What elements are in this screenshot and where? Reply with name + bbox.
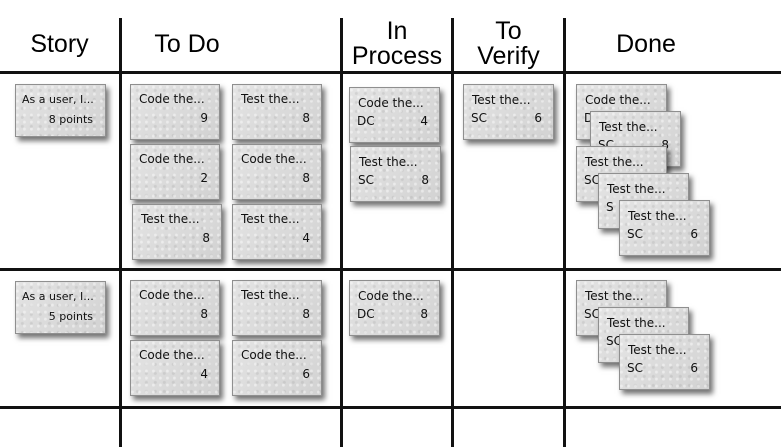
column-divider <box>119 18 122 447</box>
task-card[interactable]: Test the... 8 <box>232 84 322 140</box>
column-divider <box>340 18 343 447</box>
task-title: Code the... <box>139 288 205 302</box>
task-title: Test the... <box>585 289 644 303</box>
task-title: Test the... <box>607 182 666 196</box>
column-header-story: Story <box>30 29 89 58</box>
task-card[interactable]: Test the... SC 6 <box>619 334 710 390</box>
task-card[interactable]: Test the... 8 <box>232 280 322 336</box>
column-header-in-process: In Process <box>351 17 443 70</box>
column-header-done: Done <box>616 29 676 58</box>
task-card[interactable]: Code the... 6 <box>232 340 322 396</box>
column-divider <box>451 18 454 447</box>
task-estimate: 6 <box>302 367 310 381</box>
task-estimate: 6 <box>534 111 542 125</box>
task-title: Test the... <box>607 316 666 330</box>
task-title: Test the... <box>241 92 300 106</box>
task-estimate: 8 <box>420 307 428 321</box>
task-estimate: 8 <box>302 171 310 185</box>
task-title: Test the... <box>472 93 531 107</box>
column-divider <box>563 18 566 447</box>
task-card[interactable]: Test the... SC 6 <box>619 200 710 256</box>
story-card[interactable]: As a user, I... 8 points <box>15 84 106 137</box>
task-title: Code the... <box>139 152 205 166</box>
row-divider <box>0 406 781 409</box>
task-owner: DC <box>357 307 375 321</box>
task-estimate: 4 <box>200 367 208 381</box>
task-estimate: 9 <box>200 111 208 125</box>
column-header-todo: To Do <box>154 29 220 58</box>
task-title: Test the... <box>241 212 300 226</box>
story-card[interactable]: As a user, I... 5 points <box>15 281 106 334</box>
task-owner: S <box>606 200 614 214</box>
task-title: Test the... <box>585 155 644 169</box>
task-card[interactable]: Test the... SC 6 <box>463 84 554 140</box>
column-header-to-verify: To Verify <box>477 17 540 70</box>
task-owner: SC <box>627 227 643 241</box>
task-title: Test the... <box>241 288 300 302</box>
task-card[interactable]: Code the... 8 <box>232 144 322 200</box>
task-estimate: 8 <box>302 111 310 125</box>
task-estimate: 8 <box>200 307 208 321</box>
task-title: Test the... <box>141 212 200 226</box>
task-estimate: 8 <box>661 138 669 152</box>
task-card[interactable]: Test the... SC 8 <box>350 146 441 202</box>
task-title: Code the... <box>139 92 205 106</box>
task-card[interactable]: Test the... 8 <box>132 204 222 260</box>
task-title: Test the... <box>628 343 687 357</box>
task-owner: SC <box>584 173 600 187</box>
task-card[interactable]: Test the... 4 <box>232 204 322 260</box>
task-card[interactable]: Code the... 2 <box>130 144 220 200</box>
task-owner: SC <box>606 334 622 348</box>
task-estimate: 2 <box>200 171 208 185</box>
task-title: Code the... <box>358 96 424 110</box>
task-title: Code the... <box>358 289 424 303</box>
task-estimate: 4 <box>302 231 310 245</box>
task-estimate: 4 <box>420 114 428 128</box>
task-owner: D <box>584 111 594 125</box>
task-card[interactable]: Code the... DC 4 <box>349 87 440 143</box>
task-title: Code the... <box>241 348 307 362</box>
task-title: Test the... <box>599 120 658 134</box>
task-estimate: 8 <box>302 307 310 321</box>
task-owner: SC <box>627 361 643 375</box>
task-card[interactable]: Code the... 9 <box>130 84 220 140</box>
task-owner: SC <box>584 307 600 321</box>
story-points: 5 points <box>48 310 93 323</box>
task-card[interactable]: Code the... 4 <box>130 340 220 396</box>
task-title: Code the... <box>585 93 651 107</box>
row-divider <box>0 268 781 271</box>
task-owner: SC <box>358 173 374 187</box>
task-estimate: 8 <box>421 173 429 187</box>
task-owner: SC <box>471 111 487 125</box>
task-owner: DC <box>357 114 375 128</box>
story-title: As a user, I... <box>22 93 94 106</box>
task-card[interactable]: Code the... 8 <box>130 280 220 336</box>
task-title: Test the... <box>359 155 418 169</box>
story-points: 8 points <box>48 113 93 126</box>
task-estimate: 6 <box>690 227 698 241</box>
story-title: As a user, I... <box>22 290 94 303</box>
header-divider <box>0 71 781 74</box>
task-estimate: 8 <box>202 231 210 245</box>
task-estimate: 6 <box>690 361 698 375</box>
task-title: Code the... <box>139 348 205 362</box>
task-card[interactable]: Code the... DC 8 <box>349 280 440 336</box>
task-title: Test the... <box>628 209 687 223</box>
task-title: Code the... <box>241 152 307 166</box>
